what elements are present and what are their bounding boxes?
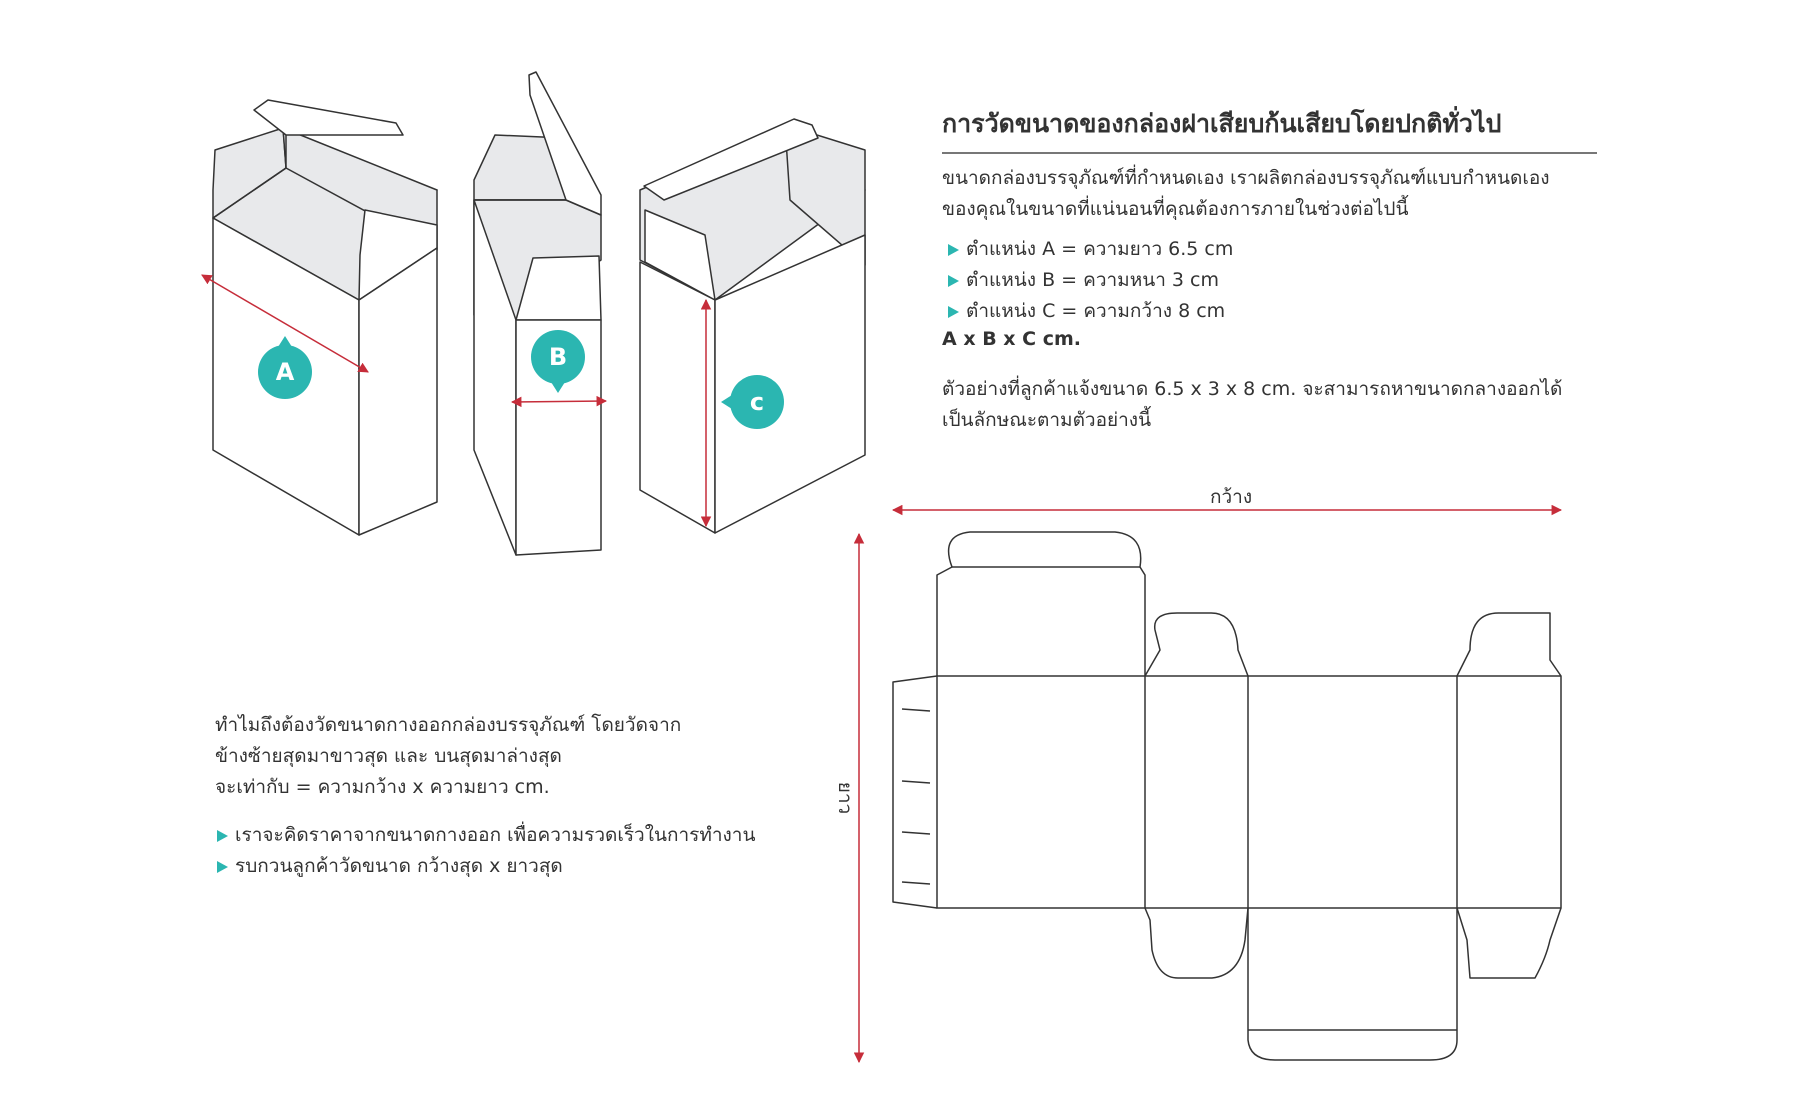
why-paragraph: ทำไมถึงต้องวัดขนาดกางออกกล่องบรรจุภัณฑ์ … [215,710,681,803]
notes-list: เราจะคิดราคาจากขนาดกางออก เพื่อความรวดเร… [213,820,755,882]
list-item: รบกวนลูกค้าวัดขนาด กว้างสุด x ยาวสุด [213,851,755,882]
badge-c: c [721,375,784,429]
dimension-b-arrow [510,395,608,408]
intro-paragraph: ขนาดกล่องบรรจุภัณฑ์ที่กำหนดเอง เราผลิตกล… [942,163,1550,225]
width-label: กว้าง [1210,486,1253,508]
dieline-flat-layout [892,531,1562,1061]
example-line-1: ตัวอย่างที่ลูกค้าแจ้งขนาด 6.5 x 3 x 8 cm… [942,378,1563,400]
box-c-illustration [639,118,866,534]
example-line-2: เป็นลักษณะตามตัวอย่างนี้ [942,409,1152,431]
why-line-1: ทำไมถึงต้องวัดขนาดกางออกกล่องบรรจุภัณฑ์ … [215,714,682,736]
intro-line-1: ขนาดกล่องบรรจุภัณฑ์ที่กำหนดเอง เราผลิตกล… [942,167,1550,189]
length-label: ยาว [834,781,857,815]
position-list: ตำแหน่ง A = ความยาว 6.5 cm ตำแหน่ง B = ค… [944,234,1233,327]
page-title: การวัดขนาดของกล่องฝาเสียบก้นเสียบโดยปกติ… [942,104,1597,154]
why-line-3: จะเท่ากับ = ความกว้าง x ความยาว cm. [215,776,550,798]
dimension-a-arrow [201,274,369,373]
box-b-illustration [473,71,602,556]
why-line-2: ข้างซ้ายสุดมาขาวสุด และ บนสุดมาล่างสุด [215,745,562,767]
badge-a: A [258,336,312,399]
intro-line-2: ของคุณในขนาดที่แน่นอนที่คุณต้องการภายในช… [942,198,1409,220]
list-item: ตำแหน่ง B = ความหนา 3 cm [944,265,1233,296]
badge-b: B [531,330,585,393]
list-item: ตำแหน่ง C = ความกว้าง 8 cm [944,296,1233,327]
list-item: ตำแหน่ง A = ความยาว 6.5 cm [944,234,1233,265]
list-item: เราจะคิดราคาจากขนาดกางออก เพื่อความรวดเร… [213,820,755,851]
box-a-illustration [212,99,438,536]
example-paragraph: ตัวอย่างที่ลูกค้าแจ้งขนาด 6.5 x 3 x 8 cm… [942,374,1562,436]
dimension-formula: A x B x C cm. [942,328,1081,350]
